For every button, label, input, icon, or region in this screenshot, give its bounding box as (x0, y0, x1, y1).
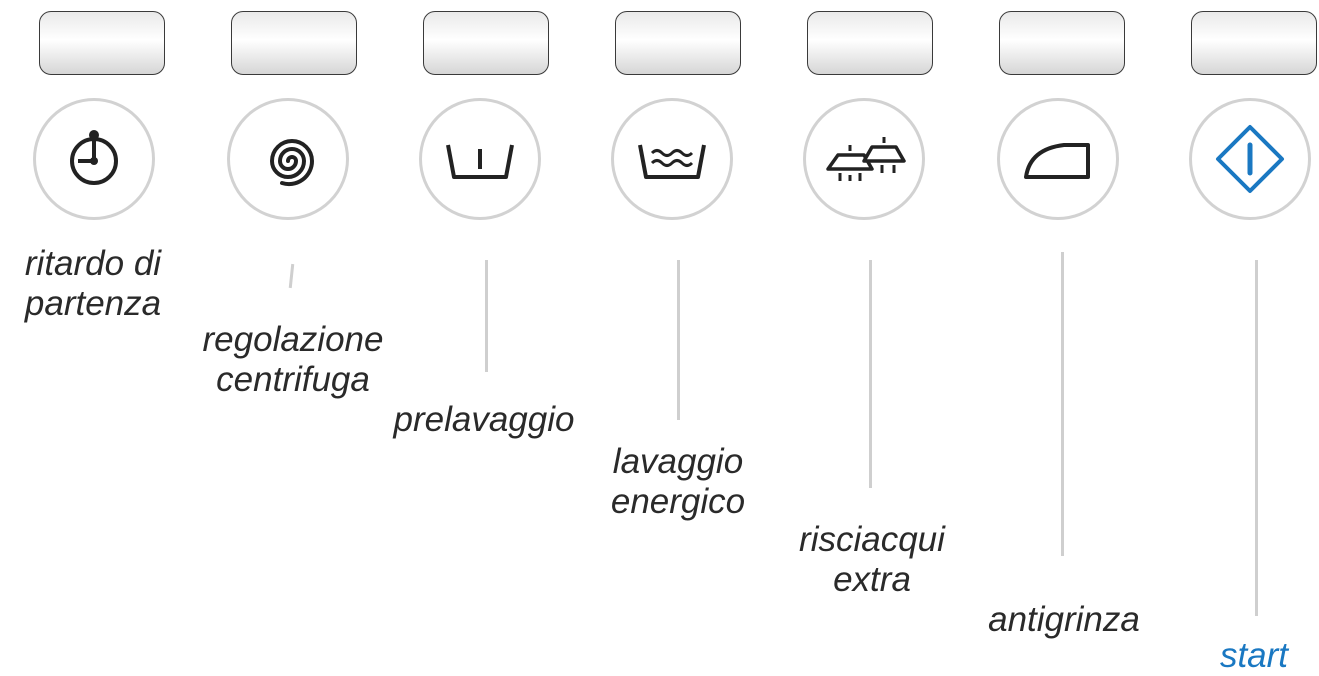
label-prewash: prelavaggio (393, 400, 575, 439)
label-anti-crease: antigrinza (988, 600, 1140, 639)
spin-spiral-icon (227, 98, 349, 220)
start-power-icon (1189, 98, 1311, 220)
leader-line (677, 260, 680, 420)
spin-adjust-button[interactable] (231, 11, 357, 75)
leader-line (288, 263, 295, 289)
delay-timer-icon (33, 98, 155, 220)
anti-crease-button[interactable] (999, 11, 1125, 75)
intensive-wash-button[interactable] (615, 11, 741, 75)
delay-start-button[interactable] (39, 11, 165, 75)
anti-crease-iron-icon (997, 98, 1119, 220)
label-start: start (1219, 636, 1289, 675)
start-button[interactable] (1191, 11, 1317, 75)
extra-rinse-button[interactable] (807, 11, 933, 75)
leader-line (869, 260, 872, 488)
extra-rinse-icon (803, 98, 925, 220)
leader-line (1255, 260, 1258, 616)
leader-line (485, 260, 488, 372)
prewash-button[interactable] (423, 11, 549, 75)
leader-line (1061, 252, 1064, 556)
prewash-tub-icon (419, 98, 541, 220)
intensive-wash-icon (611, 98, 733, 220)
